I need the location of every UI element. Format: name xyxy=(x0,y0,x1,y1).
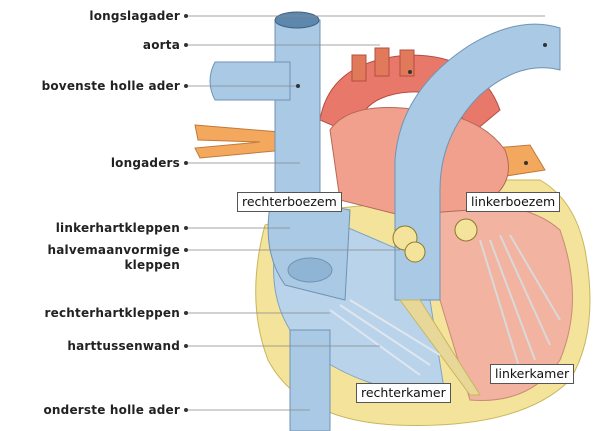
label-halvemaanvormige-kleppen-line2: kleppen xyxy=(0,258,180,272)
label-onderste-holle-ader: onderste holle ader xyxy=(0,403,180,417)
inferior-vena-cava xyxy=(290,330,330,431)
svc-opening xyxy=(275,12,319,28)
label-harttussenwand: harttussenwand xyxy=(0,339,180,353)
aorta-branch-2 xyxy=(375,48,389,76)
box-linkerkamer: linkerkamer xyxy=(490,364,574,384)
box-rechterboezem: rechterboezem xyxy=(237,192,342,212)
superior-vena-cava xyxy=(275,20,320,200)
semilunar-valve-2 xyxy=(405,242,425,262)
pulmonary-veins-left xyxy=(195,125,285,158)
vein-branch-left xyxy=(210,62,290,100)
right-atrium-opening xyxy=(288,258,332,282)
label-aorta: aorta xyxy=(40,38,180,52)
aorta-branch-1 xyxy=(352,55,366,81)
label-longslagader: longslagader xyxy=(40,9,180,23)
box-rechterkamer: rechterkamer xyxy=(356,383,451,403)
box-linkerboezem: linkerboezem xyxy=(466,192,560,212)
mitral-valve xyxy=(455,219,477,241)
label-halvemaanvormige-kleppen-line1: halvemaanvormige xyxy=(0,243,180,257)
label-longaders: longaders xyxy=(40,156,180,170)
label-linkerhartkleppen: linkerhartkleppen xyxy=(0,221,180,235)
label-bovenste-holle-ader: bovenste holle ader xyxy=(0,79,180,93)
label-rechterhartkleppen: rechterhartkleppen xyxy=(0,306,180,320)
